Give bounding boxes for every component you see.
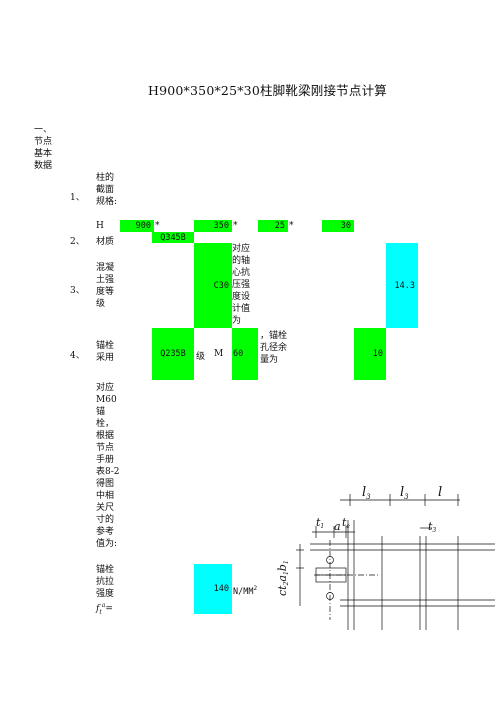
dim-label-l3: l3 <box>362 485 371 501</box>
hole-allowance-value[interactable]: 10 <box>354 328 386 380</box>
row3-number: 3、 <box>70 286 85 296</box>
row2-label: 材质 <box>96 237 115 247</box>
tensile-unit: N/MM2 <box>233 585 258 597</box>
times-sign: * <box>233 221 238 231</box>
anchor-steel-cell[interactable]: Q235B <box>152 328 194 380</box>
web-thickness-cell[interactable]: 25 <box>258 220 288 232</box>
row1-prefix: H <box>96 221 104 231</box>
times-sign: * <box>289 221 294 231</box>
tensile-symbol: fta= <box>96 602 113 616</box>
concrete-strength-desc: 对应的轴心抗压强度设计值为 <box>232 243 258 328</box>
concrete-grade-cell[interactable]: C30 <box>194 243 232 328</box>
page-title: H900*350*25*30柱脚靴梁刚接节点计算 <box>148 83 387 98</box>
times-sign: * <box>155 221 160 231</box>
row1-number: 1、 <box>70 193 85 203</box>
material-cell[interactable]: Q345B <box>152 232 194 243</box>
dim-label-a: a <box>334 520 341 533</box>
concrete-strength-value[interactable]: 14.3 <box>386 243 418 328</box>
dim-label-te: te <box>342 516 350 530</box>
reference-note: 对应M60锚栓，根据节点手册表8-2得图中相关尺寸的参考值为: <box>96 383 120 549</box>
dim-label-t3: t3 <box>428 520 436 534</box>
dim-label-l: l <box>438 485 442 500</box>
row2-number: 2、 <box>70 237 85 247</box>
row3-label: 混凝土强度等级 <box>96 263 115 309</box>
tensile-strength-value[interactable]: 140 <box>194 564 232 614</box>
row1-label: 柱的截面规格: <box>96 173 118 207</box>
hole-allowance-desc: ，锚栓孔径余量为 <box>260 331 288 365</box>
row4-label: 锚栓采用 <box>96 341 115 363</box>
dim-label-vertical: ct2a1b1 <box>276 560 290 596</box>
tensile-strength-label: 锚栓抗拉强度 <box>96 565 115 599</box>
section-heading: 一、节点基本数据 <box>34 125 53 171</box>
flange-height-cell[interactable]: 900 <box>120 220 154 232</box>
anchor-diameter-cell[interactable]: 60 <box>232 328 258 380</box>
flange-width-cell[interactable]: 350 <box>194 220 232 232</box>
grade-word: 级 <box>196 352 206 362</box>
dim-label-l3b: l3 <box>400 485 409 501</box>
flange-thickness-cell[interactable]: 30 <box>322 220 354 232</box>
anchor-diagram: l3 l3 l t1 a te t3 ct2a1b1 <box>276 485 495 630</box>
dim-label-t1: t1 <box>316 516 324 530</box>
row4-number: 4、 <box>70 351 85 361</box>
m-label: M <box>214 349 224 359</box>
